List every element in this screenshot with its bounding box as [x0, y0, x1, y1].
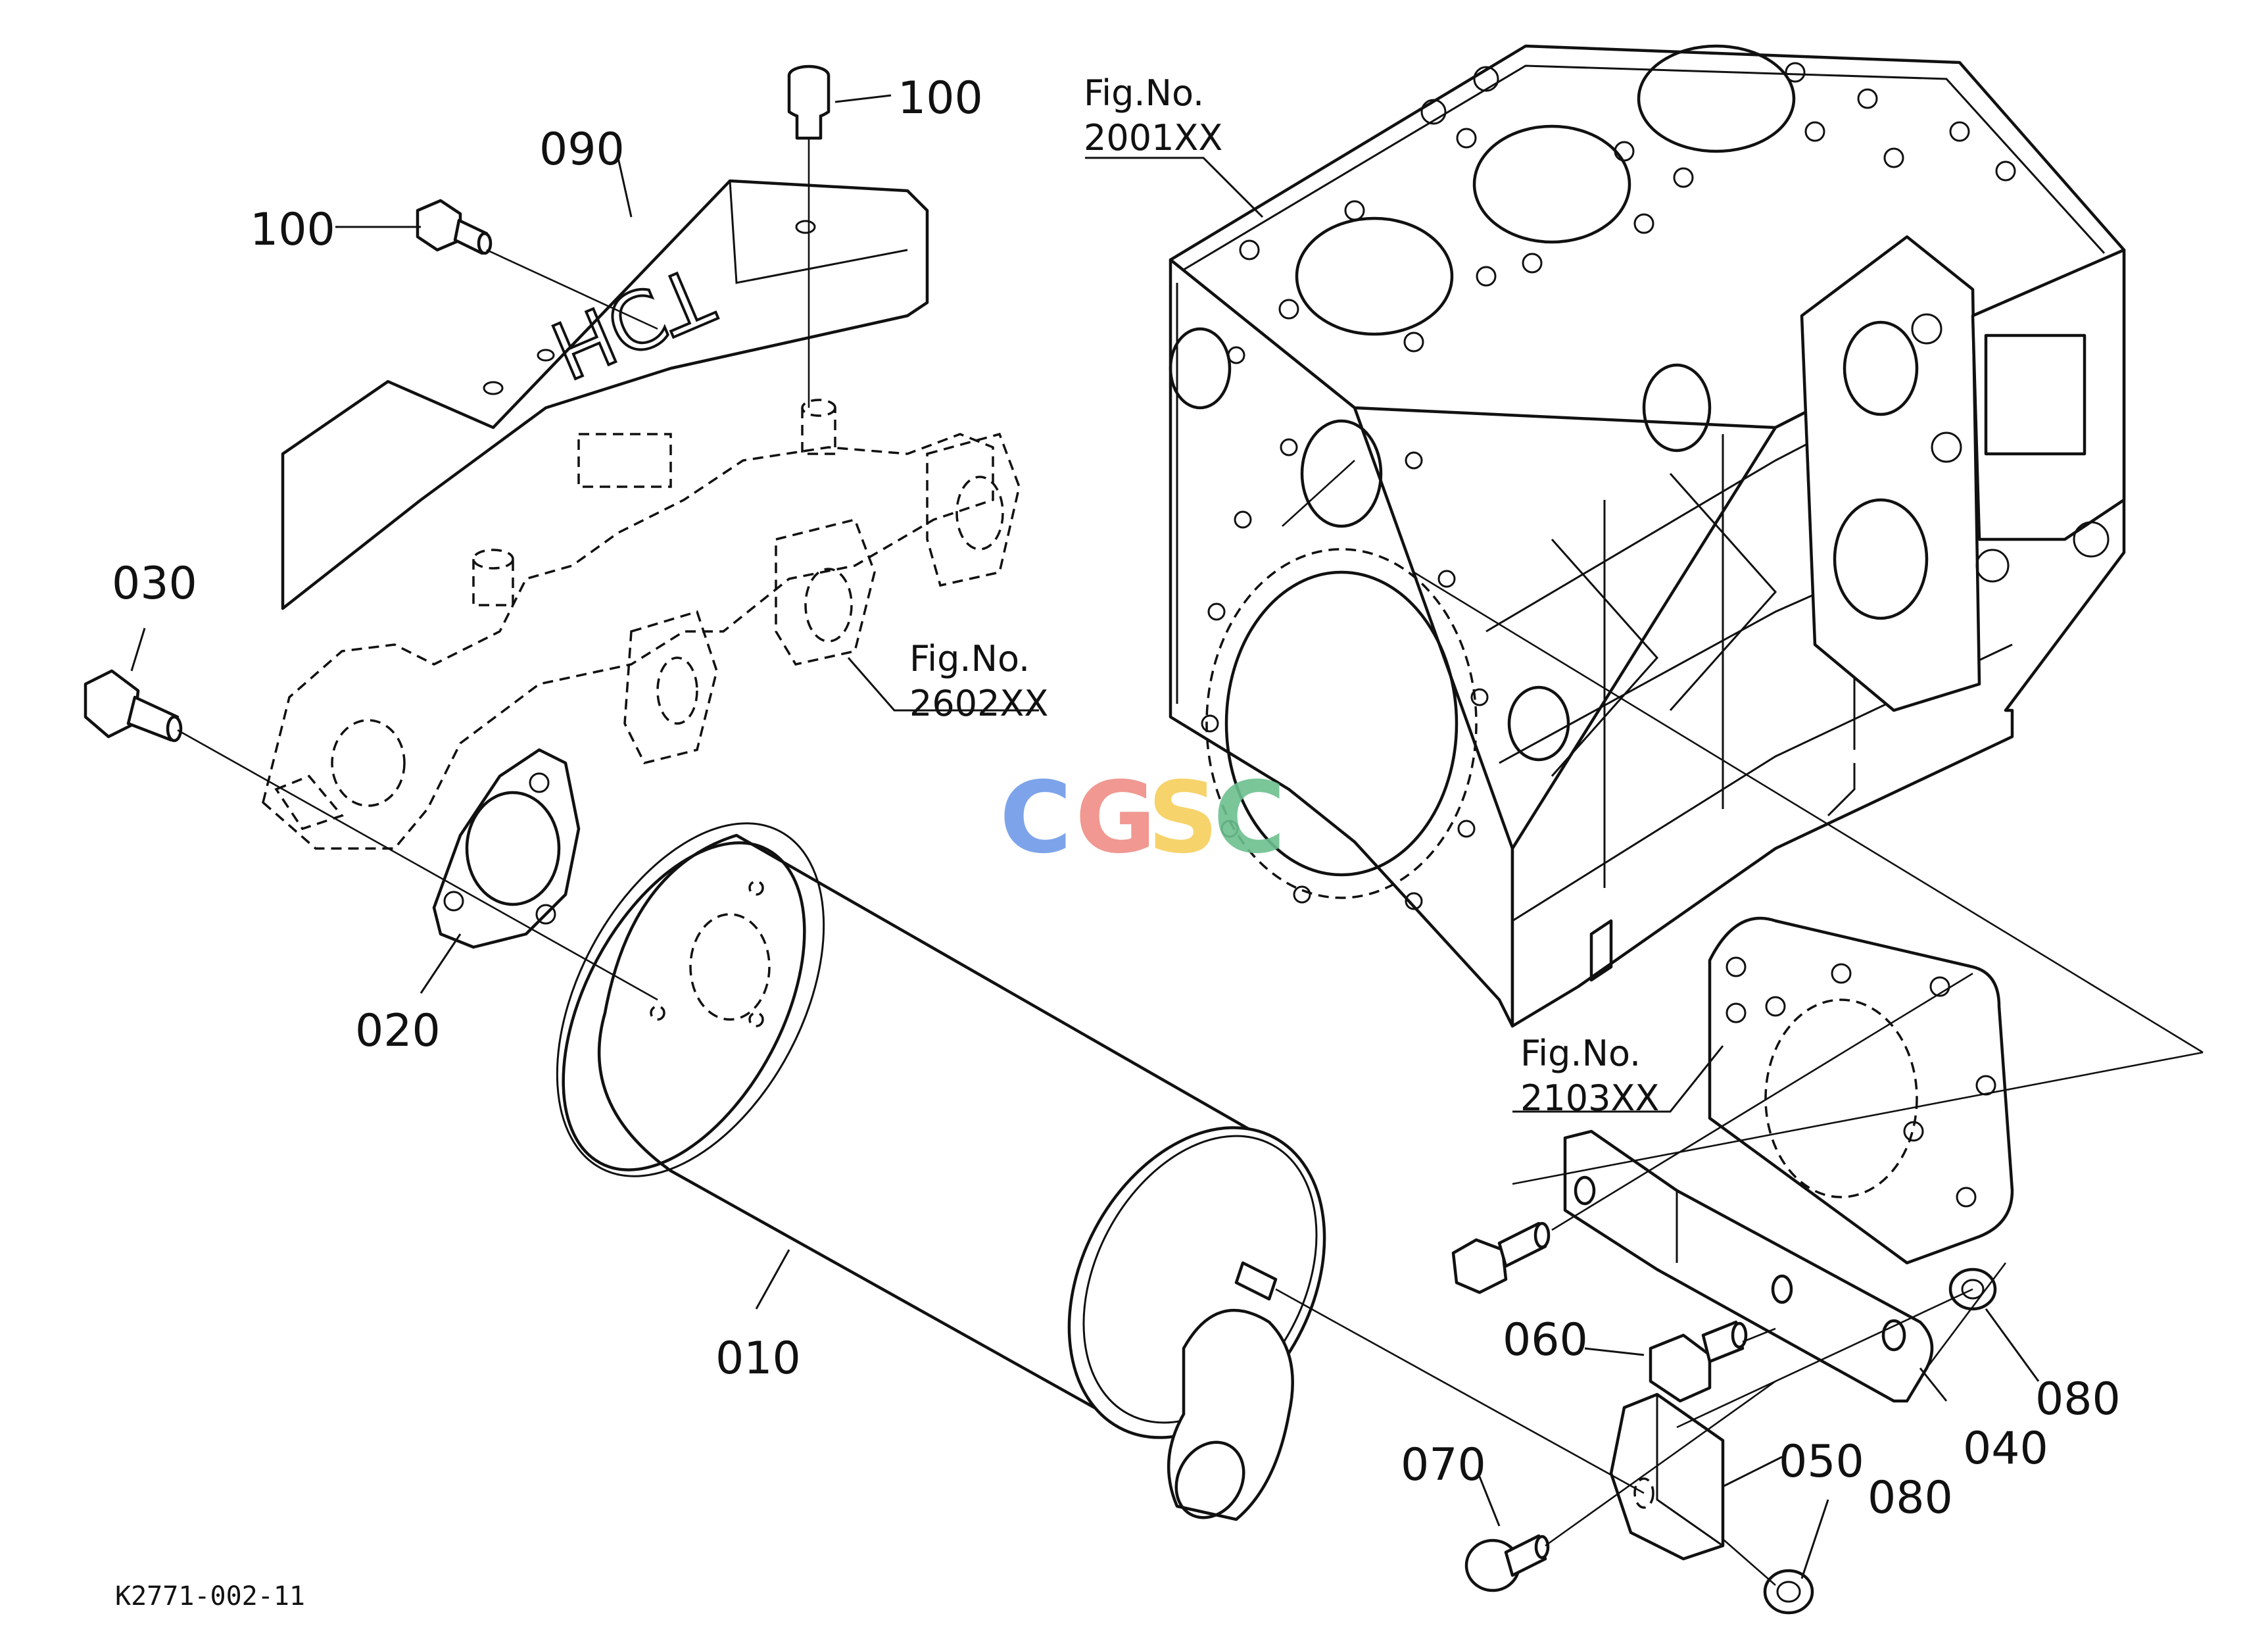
fig-ref-plate-number: 2103XX: [1520, 1077, 1659, 1119]
fig-ref-block-title: Fig.No.: [1084, 72, 1204, 114]
label-020: 020: [355, 1005, 441, 1057]
watermark-letter: C: [1213, 761, 1286, 875]
label-080-lower: 080: [1868, 1472, 1953, 1524]
watermark: C G S C: [1000, 761, 1286, 875]
fig-ref-manifold-title: Fig.No.: [909, 638, 1030, 679]
assembly-axes: [177, 138, 2204, 1586]
fig-ref-plate-title: Fig.No.: [1520, 1033, 1641, 1074]
bolt-030: [84, 669, 183, 743]
label-080-upper: 080: [2035, 1373, 2121, 1425]
muffler: [556, 822, 1326, 1521]
fig-ref-block-number: 2001XX: [1084, 117, 1222, 159]
label-070: 070: [1401, 1439, 1486, 1491]
watermark-letter: S: [1147, 761, 1218, 875]
figure-references: Fig.No. 2001XX Fig.No. 2602XX Fig.No. 21…: [909, 72, 1659, 1119]
adapter-plate: [1708, 916, 2014, 1265]
label-100-left: 100: [250, 204, 335, 256]
label-030: 030: [112, 558, 197, 610]
nut-080-lower: [1763, 1569, 1814, 1615]
exhaust-gasket: [432, 748, 581, 949]
heat-shield: HCT: [281, 179, 929, 610]
label-090: 090: [539, 124, 625, 176]
bolt-070: [1464, 1534, 1550, 1592]
label-040: 040: [1963, 1423, 2048, 1475]
exhaust-manifold: [262, 399, 1021, 850]
engine-block: [1169, 44, 2126, 1028]
watermark-letter: C: [1000, 761, 1072, 875]
bolt-100-top: [787, 64, 831, 140]
diagram-code: K2771-002-11: [115, 1581, 305, 1611]
label-010: 010: [715, 1333, 801, 1385]
muffler-bracket: [1563, 1129, 1934, 1403]
deck-holes: [1239, 62, 2016, 353]
fig-ref-manifold-number: 2602XX: [909, 683, 1048, 724]
leader-lines: [130, 94, 2040, 1579]
label-060: 060: [1503, 1314, 1588, 1366]
stay-050: [1609, 1392, 1725, 1561]
bolt-060: [1649, 1320, 1748, 1403]
bolt-100-shield: [416, 199, 493, 255]
label-050: 050: [1779, 1436, 1864, 1488]
bracket-bolt: [1451, 1221, 1551, 1294]
front-bolt-holes: [1201, 346, 1489, 910]
watermark-letter: G: [1075, 761, 1156, 875]
part-labels: 100 090 100 030 020 010 060 080 040 050 …: [112, 72, 2121, 1524]
label-100-top: 100: [898, 72, 983, 124]
